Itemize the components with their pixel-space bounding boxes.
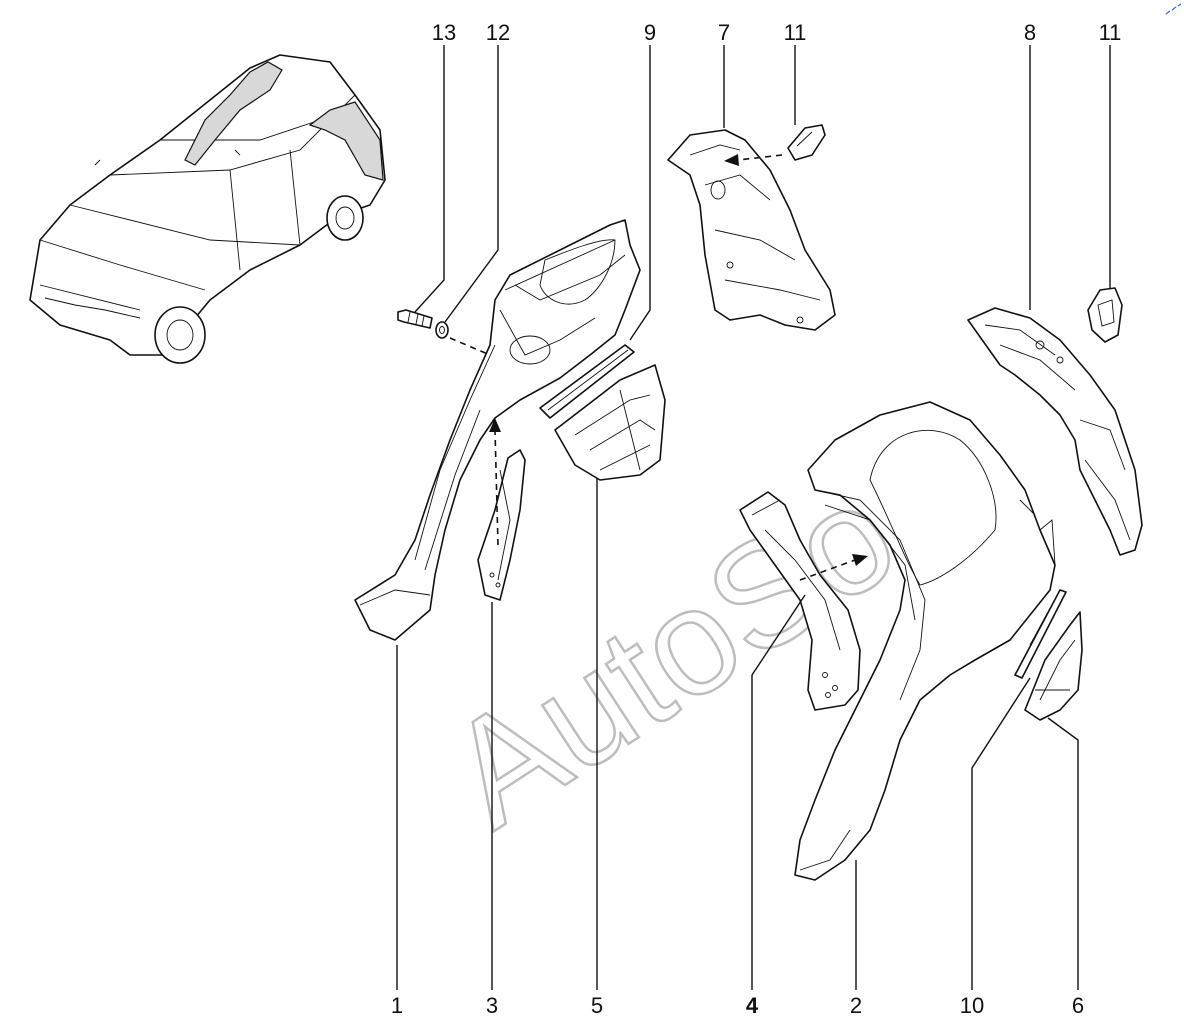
callout-8: 8 (1024, 20, 1036, 45)
callout-labels: 13 12 9 7 11 8 11 1 3 5 4 2 10 6 (391, 20, 1122, 1018)
part-10-strip (1014, 589, 1067, 679)
corner-mark (1165, 3, 1182, 15)
callout-3: 3 (486, 993, 498, 1018)
callout-11-right: 11 (1099, 20, 1122, 45)
part-2-rear-side-outer (794, 401, 1056, 881)
part-9-strip (539, 344, 635, 419)
part-7-upper-inner-quarter (667, 129, 836, 331)
part-1-rear-pillar-inner (354, 219, 641, 641)
part-3-pillar-bracket (477, 449, 526, 601)
callout-6: 6 (1072, 993, 1084, 1018)
reference-car-illustration (29, 54, 386, 364)
callout-7: 7 (718, 20, 730, 45)
part-4-wheel-arch-outer (739, 491, 861, 711)
callout-5: 5 (591, 993, 603, 1018)
callout-11-top: 11 (784, 20, 807, 45)
leader-lines (396, 45, 1111, 990)
part-6-lower-bracket (1024, 611, 1083, 721)
callout-1: 1 (391, 993, 403, 1018)
assembly-arrows (449, 154, 868, 581)
callout-10: 10 (960, 993, 984, 1018)
callout-9: 9 (644, 20, 656, 45)
callout-2: 2 (850, 993, 862, 1018)
callout-13: 13 (432, 20, 456, 45)
part-11-cap-right (1087, 287, 1123, 343)
part-13-bolt (397, 309, 433, 329)
part-8-rear-inner-panel (967, 307, 1143, 556)
callout-4: 4 (746, 993, 759, 1018)
part-11-cap-top (787, 124, 826, 161)
callout-12: 12 (486, 20, 510, 45)
part-12-washer (435, 321, 449, 339)
part-5-wheel-arch-support (554, 364, 666, 481)
